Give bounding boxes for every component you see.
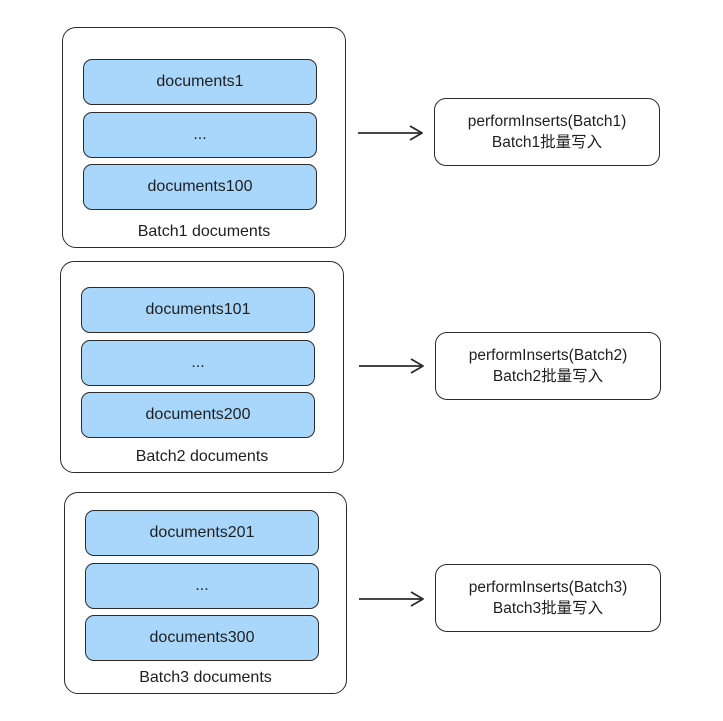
arrow-3	[359, 591, 424, 607]
document-box-last: documents200	[81, 392, 315, 438]
perform-inserts-call: performInserts(Batch2)	[468, 347, 628, 364]
batch-container-3: documents201 ... documents300 Batch3 doc…	[64, 492, 347, 694]
document-label: documents101	[145, 301, 251, 318]
document-box-first: documents101	[81, 287, 315, 333]
perform-inserts-desc: Batch2批量写入	[492, 368, 604, 385]
document-box-ellipsis: ...	[85, 563, 319, 609]
document-box-last: documents300	[85, 615, 319, 661]
perform-inserts-call: performInserts(Batch1)	[467, 113, 627, 130]
arrow-1	[358, 125, 423, 141]
perform-inserts-desc: Batch1批量写入	[491, 134, 603, 151]
perform-inserts-desc: Batch3批量写入	[492, 600, 604, 617]
document-label: documents100	[147, 178, 253, 195]
batch-container-1: documents1 ... documents100 Batch1 docum…	[62, 27, 346, 248]
document-box-ellipsis: ...	[81, 340, 315, 386]
perform-inserts-box-3: performInserts(Batch3) Batch3批量写入	[435, 564, 661, 632]
document-label: documents1	[156, 73, 244, 90]
batch-container-2: documents101 ... documents200 Batch2 doc…	[60, 261, 344, 473]
document-box-ellipsis: ...	[83, 112, 317, 158]
perform-inserts-box-2: performInserts(Batch2) Batch2批量写入	[435, 332, 661, 400]
batch-label: Batch1 documents	[137, 223, 271, 240]
document-label: documents200	[145, 406, 251, 423]
document-label: documents201	[149, 524, 255, 541]
document-label: ...	[193, 126, 207, 143]
arrow-2	[359, 358, 424, 374]
document-box-first: documents1	[83, 59, 317, 105]
document-label: ...	[195, 577, 209, 594]
document-label: documents300	[149, 629, 255, 646]
document-label: ...	[191, 354, 205, 371]
batch-label: Batch2 documents	[135, 448, 269, 465]
perform-inserts-call: performInserts(Batch3)	[468, 579, 628, 596]
document-box-first: documents201	[85, 510, 319, 556]
document-box-last: documents100	[83, 164, 317, 210]
perform-inserts-box-1: performInserts(Batch1) Batch1批量写入	[434, 98, 660, 166]
batch-label: Batch3 documents	[139, 669, 272, 686]
